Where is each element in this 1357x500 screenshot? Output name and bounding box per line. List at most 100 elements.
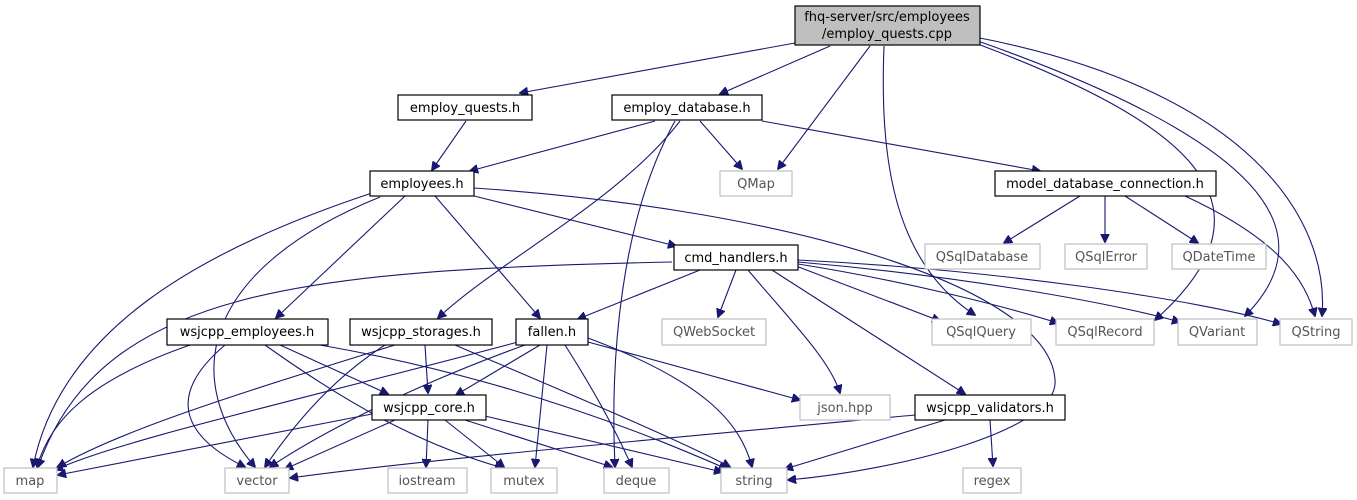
edge-cmd-handlers-qwebsocket <box>718 269 737 317</box>
edge-root-qvariant <box>974 39 1280 316</box>
node-cmd-handlers-h[interactable]: cmd_handlers.h <box>673 244 799 271</box>
edge-fallen-string <box>587 337 752 467</box>
node-qdatetime[interactable]: QDateTime <box>1171 243 1267 270</box>
node-label: deque <box>616 474 657 489</box>
node-label: QSqlDatabase <box>936 250 1028 265</box>
edge-root-employ-database <box>720 45 831 94</box>
node-qstring[interactable]: QString <box>1279 318 1353 346</box>
edge-fallen-mutex <box>535 344 548 467</box>
node-qsqldatabase[interactable]: QSqlDatabase <box>924 243 1041 270</box>
node-wsjcpp-employees-h[interactable]: wsjcpp_employees.h <box>166 318 329 346</box>
edge-wsjcpp-storages-vector <box>265 344 386 467</box>
edge-model-db-qstring <box>1184 195 1315 316</box>
node-wsjcpp-validators-h[interactable]: wsjcpp_validators.h <box>914 394 1066 421</box>
edge-employees-fallen <box>434 195 540 318</box>
edge-cmd-handlers-fallen <box>578 269 701 319</box>
node-employ-quests-h[interactable]: employ_quests.h <box>397 94 533 121</box>
edge-employees-map <box>33 192 373 467</box>
node-label: wsjcpp_employees.h <box>180 325 314 340</box>
node-model-database-connection-h[interactable]: model_database_connection.h <box>994 170 1217 197</box>
node-label: vector <box>236 474 278 489</box>
edge-cmd-handlers-qstring <box>797 259 1281 324</box>
edge-employ-quests-employees <box>432 120 467 170</box>
node-map[interactable]: map <box>3 467 58 494</box>
edge-employees-wsjcpp-employees <box>276 195 406 318</box>
node-label: QWebSocket <box>673 325 755 340</box>
edge-cmd-handlers-map <box>38 261 673 467</box>
edge-employees-cmd-handlers <box>473 195 676 246</box>
node-employees-h[interactable]: employees.h <box>369 170 475 197</box>
edge-wsjcpp-core-mutex <box>444 419 504 467</box>
node-root-file[interactable]: fhq-server/src/employees /employ_quests.… <box>794 5 981 46</box>
node-qsqlerror[interactable]: QSqlError <box>1064 243 1148 270</box>
node-label: json.hpp <box>816 401 872 416</box>
edge-cmd-handlers-qsqlquery <box>795 265 940 321</box>
edge-wsjcpp-core-map <box>58 413 373 475</box>
node-label: string <box>735 474 772 489</box>
node-qsqlquery[interactable]: QSqlQuery <box>931 318 1032 346</box>
edge-employ-database-qmap <box>699 120 742 169</box>
node-fallen-h[interactable]: fallen.h <box>515 318 589 346</box>
node-vector[interactable]: vector <box>224 467 290 494</box>
edge-model-db-qdatetime <box>1124 195 1198 243</box>
node-label: iostream <box>398 474 455 489</box>
root-file-line2: /employ_quests.cpp <box>822 27 952 42</box>
edge-wsjcpp-employees-vector <box>187 344 245 467</box>
node-label: mutex <box>503 474 545 489</box>
node-iostream[interactable]: iostream <box>387 467 468 494</box>
edge-fallen-deque <box>564 344 632 467</box>
edge-employ-database-model-db <box>761 120 1040 171</box>
node-qsqlrecord[interactable]: QSqlRecord <box>1055 318 1155 346</box>
edge-wsjcpp-storages-map <box>58 344 396 467</box>
edge-root-qstring <box>974 36 1323 316</box>
edge-employees-string <box>473 187 1056 480</box>
edge-fallen-vector <box>270 344 526 467</box>
node-label: map <box>16 474 45 489</box>
node-qvariant[interactable]: QVariant <box>1177 318 1258 346</box>
node-employ-database-h[interactable]: employ_database.h <box>611 94 763 121</box>
node-label: fallen.h <box>528 325 576 340</box>
edge-cmd-handlers-json <box>747 269 840 393</box>
node-label: model_database_connection.h <box>1006 177 1204 192</box>
node-qmap[interactable]: QMap <box>719 170 793 197</box>
edge-root-qsqlquery <box>882 45 975 315</box>
node-label: employ_quests.h <box>410 101 520 116</box>
node-label: wsjcpp_validators.h <box>926 401 1054 416</box>
node-label: cmd_handlers.h <box>684 251 787 266</box>
edge-wsjcpp-validators-regex <box>990 419 993 466</box>
node-qwebsocket[interactable]: QWebSocket <box>661 318 767 346</box>
edge-employ-database-wsjcpp-storages <box>438 120 681 318</box>
edge-wsjcpp-employees-string <box>319 344 727 469</box>
edge-wsjcpp-core-vector <box>285 419 396 469</box>
node-label: QVariant <box>1189 325 1245 340</box>
node-label: wsjcpp_core.h <box>383 401 475 416</box>
node-label: wsjcpp_storages.h <box>361 325 481 340</box>
node-mutex[interactable]: mutex <box>490 467 558 494</box>
node-label: employ_database.h <box>623 101 750 116</box>
node-label: employees.h <box>380 177 463 192</box>
edge-cmd-handlers-wsjcpp-validators <box>771 269 965 394</box>
node-label: QSqlError <box>1075 250 1138 265</box>
edge-model-db-qsqldatabase <box>1004 195 1081 243</box>
node-regex[interactable]: regex <box>962 467 1022 494</box>
edge-wsjcpp-employees-wsjcpp-core <box>279 344 388 394</box>
node-label: QSqlQuery <box>946 325 1016 340</box>
edge-cmd-handlers-qsqlrecord <box>797 263 1058 323</box>
edge-wsjcpp-core-iostream <box>426 419 428 467</box>
node-string[interactable]: string <box>720 467 788 494</box>
edge-wsjcpp-employees-map <box>37 344 191 467</box>
root-file-line1: fhq-server/src/employees <box>804 10 970 25</box>
node-deque[interactable]: deque <box>603 467 670 494</box>
node-label: QDateTime <box>1182 250 1255 265</box>
dependency-edges <box>33 36 1323 480</box>
dependency-nodes: fhq-server/src/employees /employ_quests.… <box>3 5 1353 494</box>
edge-cmd-handlers-qvariant <box>797 261 1180 322</box>
node-wsjcpp-core-h[interactable]: wsjcpp_core.h <box>371 394 487 421</box>
edge-wsjcpp-storages-wsjcpp-core <box>425 344 428 393</box>
node-json-hpp[interactable]: json.hpp <box>799 394 891 421</box>
edge-wsjcpp-employees-mutex <box>264 344 503 468</box>
edge-wsjcpp-storages-string <box>454 344 730 467</box>
node-wsjcpp-storages-h[interactable]: wsjcpp_storages.h <box>349 318 493 346</box>
edge-fallen-map <box>55 341 519 470</box>
